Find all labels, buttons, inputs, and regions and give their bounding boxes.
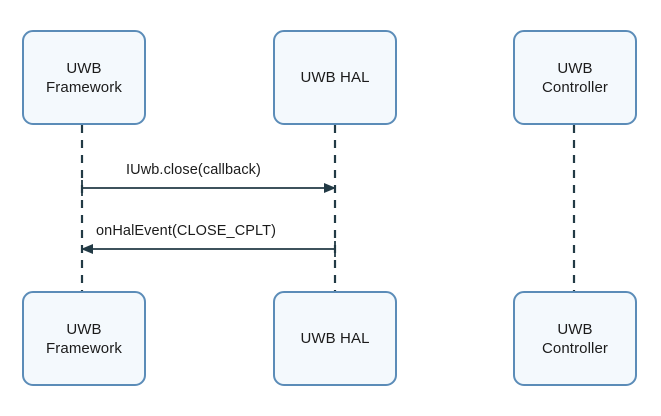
participant-label-uwb-controller-top: UWB Controller <box>541 59 609 96</box>
participant-box-uwb-framework-top[interactable]: UWB Framework <box>22 30 146 125</box>
participant-box-uwb-framework-bottom[interactable]: UWB Framework <box>22 291 146 386</box>
lifelines-group <box>80 125 576 291</box>
participant-label-uwb-controller-bottom: UWB Controller <box>541 320 609 357</box>
participant-box-uwb-controller-bottom[interactable]: UWB Controller <box>513 291 637 386</box>
participant-label-uwb-hal-top: UWB HAL <box>300 69 370 86</box>
participant-box-uwb-controller-top[interactable]: UWB Controller <box>513 30 637 125</box>
message-label-iuwb-close: IUwb.close(callback) <box>126 162 261 178</box>
participant-label-uwb-hal-bottom: UWB HAL <box>300 330 370 347</box>
participant-label-uwb-framework-top: UWB Framework <box>46 59 122 96</box>
participant-box-uwb-hal-bottom[interactable]: UWB HAL <box>273 291 397 386</box>
participant-box-uwb-hal-top[interactable]: UWB HAL <box>273 30 397 125</box>
message-label-onhalevent-close-cplt: onHalEvent(CLOSE_CPLT) <box>96 223 277 239</box>
messages-group <box>81 180 336 257</box>
participant-label-uwb-framework-bottom: UWB Framework <box>46 320 122 357</box>
